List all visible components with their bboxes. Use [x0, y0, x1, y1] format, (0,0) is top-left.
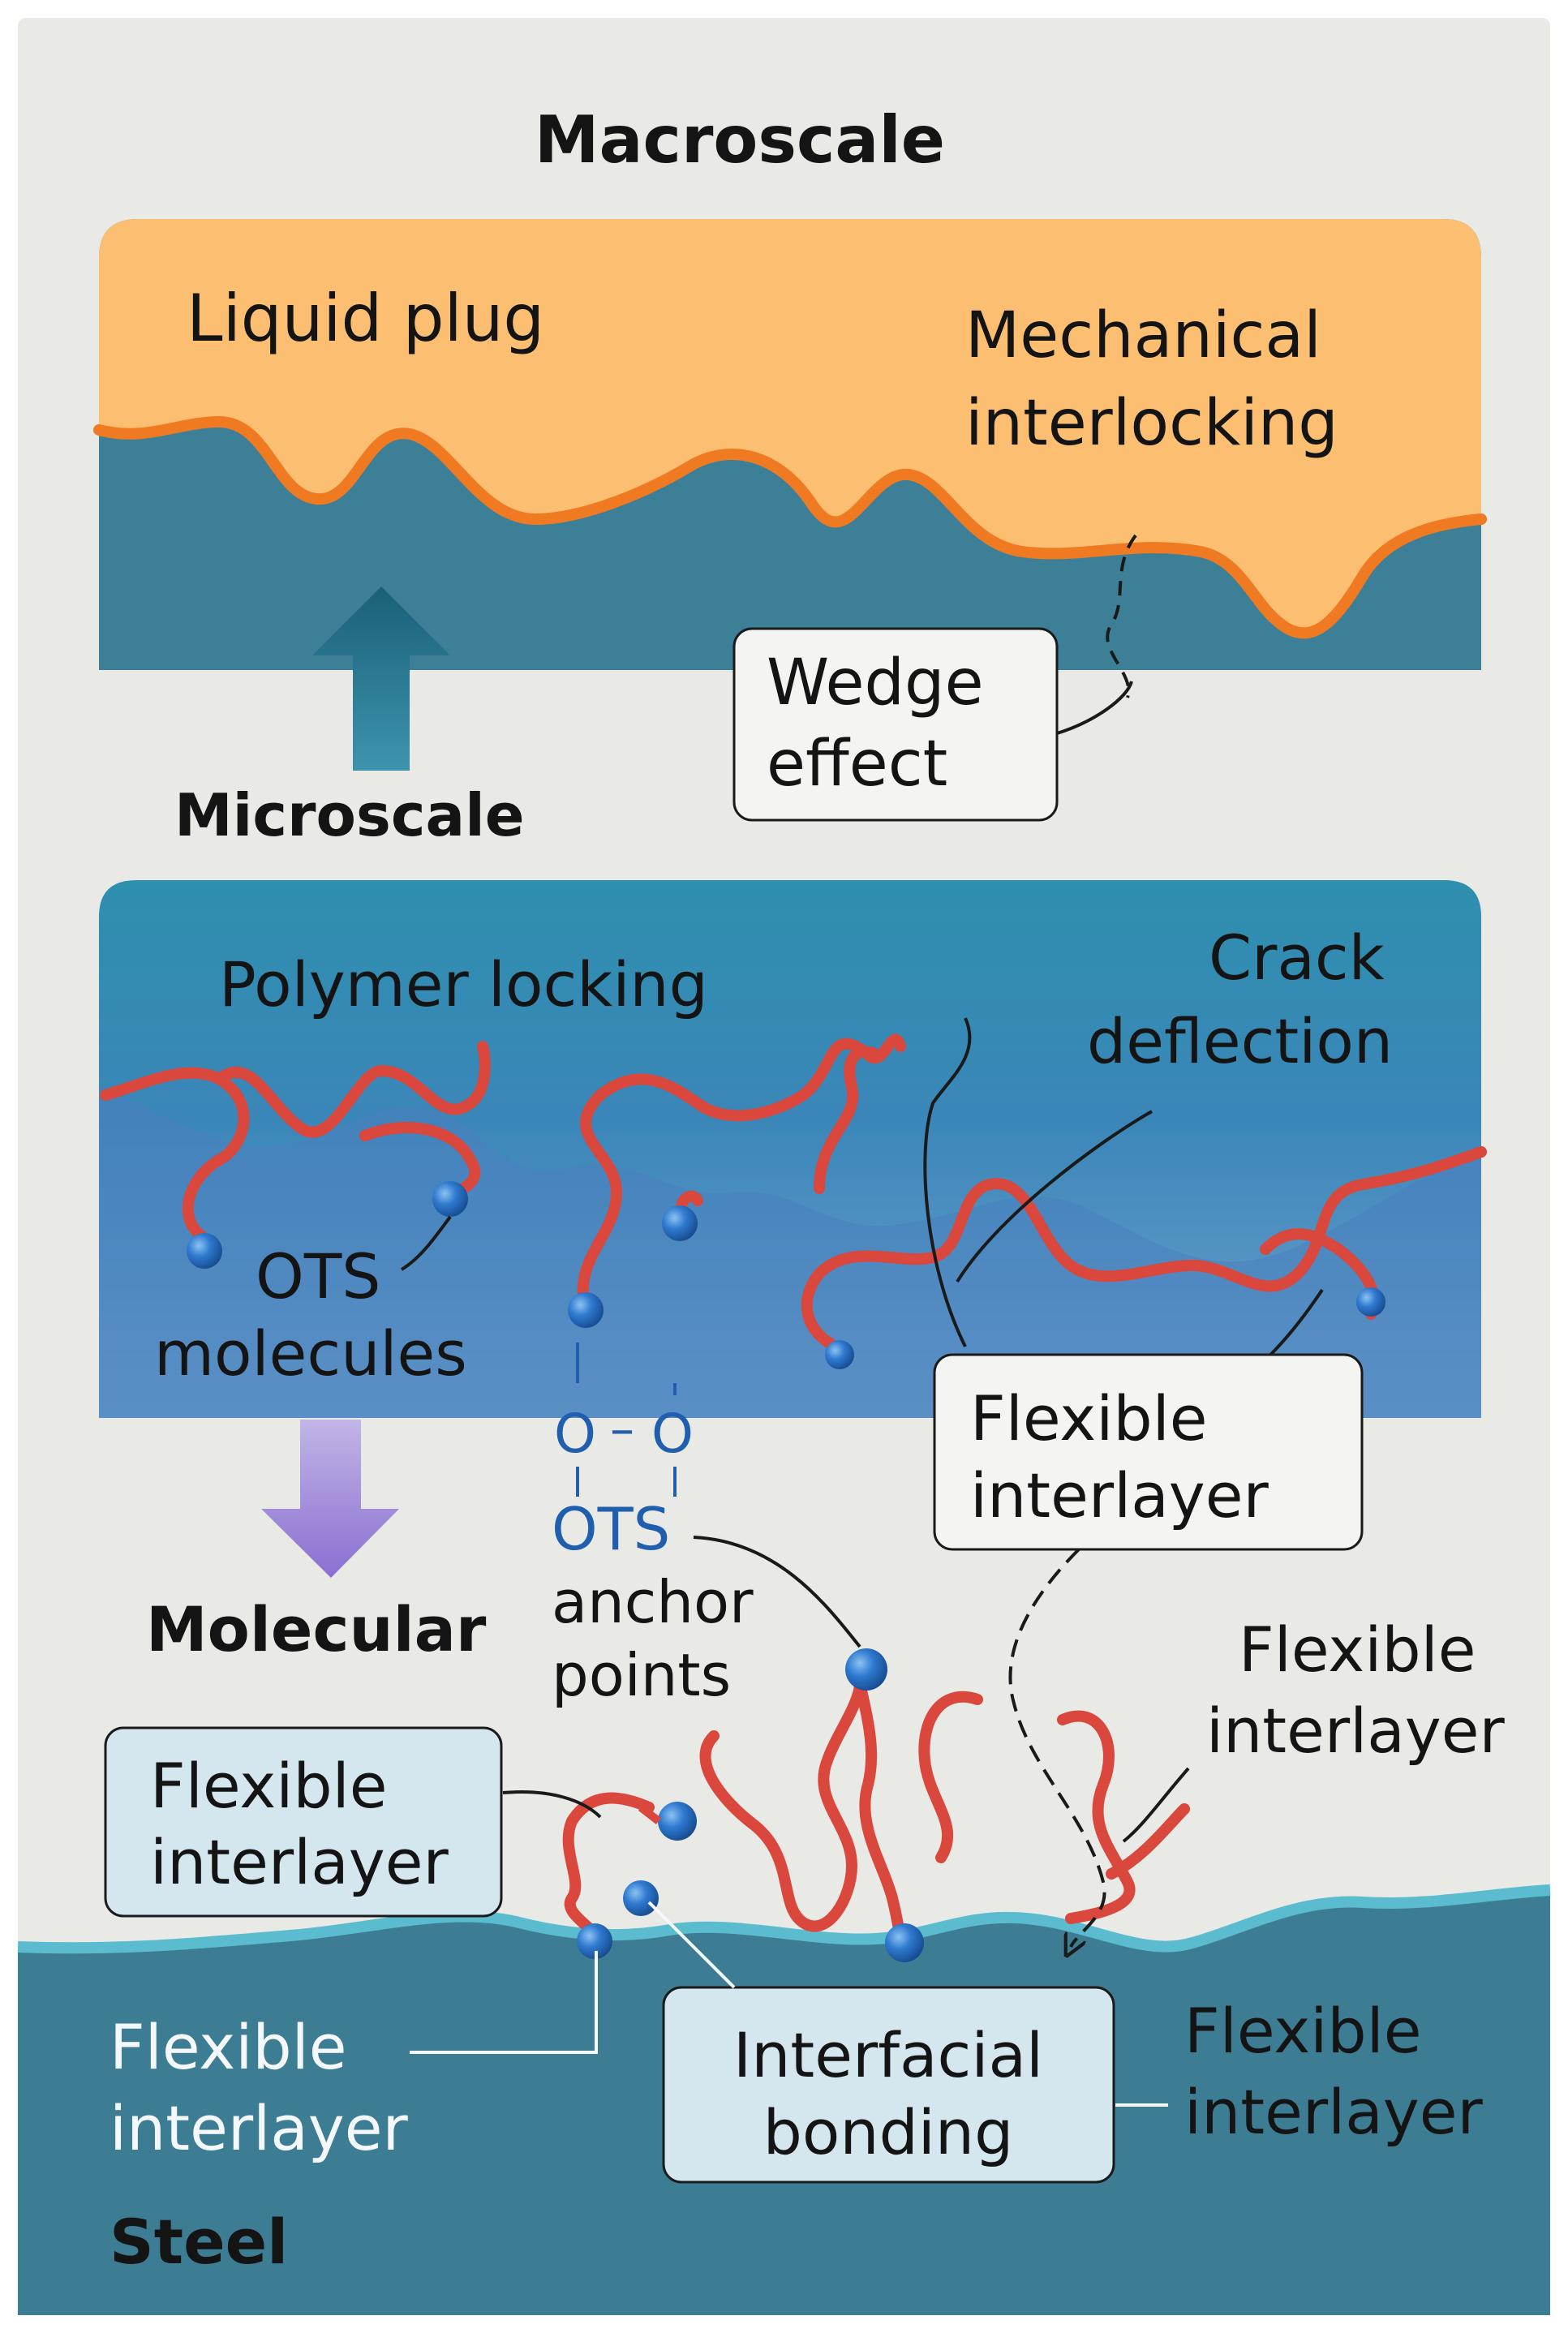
liquid-plug-label: Liquid plug: [187, 281, 544, 356]
flexible-right-leader: [1122, 1767, 1190, 1843]
ots-molecules-label-line2: molecules: [154, 1317, 467, 1390]
crack-deflection-label-line1: Crack: [1209, 922, 1385, 994]
molecular-heading: Molecular: [146, 1593, 487, 1665]
interfacial-bonding-label-line1: Interfacial: [733, 2019, 1043, 2091]
ots-bead: [1356, 1287, 1385, 1317]
ots-anchor-label-line3: points: [552, 1641, 731, 1709]
ots-bead: [885, 1923, 924, 1962]
interfacial-leader: [647, 1901, 736, 1989]
polymer-chain: [1057, 1710, 1136, 1924]
flexible-steel-left-label-line1: Flexible: [110, 2011, 346, 2083]
flexible-interlayer-callout-upper: Flexible interlayer: [933, 1353, 1364, 1551]
oxygen-left: O: [554, 1403, 596, 1465]
interfacial-bonding-label-line2: bonding: [763, 2096, 1014, 2168]
oxygen-right: O: [651, 1403, 694, 1465]
microscale-heading: Microscale: [174, 781, 525, 849]
polymer-chain: [814, 1046, 882, 1194]
flexible-steel-right-label-line1: Flexible: [1184, 1995, 1421, 2067]
wedge-effect-label-line2: effect: [767, 728, 947, 801]
microscale-panel: Polymer locking Crack deflection OTS mol…: [99, 880, 1487, 1418]
interfacial-bonding-callout: Interfacial bonding: [662, 1986, 1115, 2184]
ots-bead: [658, 1802, 697, 1841]
micro-crack-line: [923, 1017, 972, 1347]
polymer-chain: [562, 1792, 655, 1940]
flexible-right-label-line1: Flexible: [1239, 1613, 1476, 1686]
flexible-interlayer-label-line1: Flexible: [970, 1382, 1207, 1454]
flexible-left-box: [104, 1726, 503, 1918]
steel-surface-edge: [17, 1884, 1551, 1954]
oxygen-bond: –: [610, 1401, 634, 1458]
flexible-steel-left-leader: [410, 1951, 598, 2054]
flexible-right-label-line2: interlayer: [1206, 1695, 1506, 1767]
ots-bead: [187, 1233, 222, 1269]
mechanical-interlocking-label-line2: interlocking: [965, 387, 1338, 460]
macro-crack-line: [1106, 534, 1137, 698]
flexible-left-leader: [502, 1790, 602, 1819]
flexible-callout-box: [933, 1353, 1364, 1551]
flexible-interlayer-callout-left: Flexible interlayer: [104, 1726, 503, 1918]
polymer-chain: [801, 1146, 1487, 1352]
micro-ots-beads: [187, 1181, 1385, 1369]
liquid-plug: [99, 219, 1481, 634]
ots-bead: [662, 1205, 698, 1241]
plug-interface-line: [93, 415, 1487, 639]
polymer-chain: [918, 1691, 983, 1863]
crack-deflection-leader: [956, 1110, 1153, 1283]
ots-bead: [577, 1923, 612, 1959]
ots-bead: [845, 1648, 887, 1691]
ots-molecules-leader: [400, 1215, 452, 1271]
polymer-locking-label: Polymer locking: [219, 948, 708, 1020]
mechanical-interlocking-label-line1: Mechanical: [965, 299, 1321, 372]
micro-lower-band: [99, 1087, 1481, 1418]
ots-bead: [568, 1292, 604, 1328]
ots-anchor-label-line1: OTS: [552, 1495, 670, 1563]
bead-bond: [638, 1804, 662, 1824]
flexible-interlayer-label-line2: interlayer: [970, 1459, 1269, 1532]
polymer-chain: [1106, 1803, 1190, 1880]
wedge-effect-callout: Wedge effect: [732, 627, 1059, 822]
ots-anchor-leader: [693, 1536, 861, 1648]
wedge-callout-box: [732, 627, 1059, 822]
steel-label: Steel: [110, 2206, 288, 2278]
interfacial-box: [662, 1986, 1115, 2184]
crack-deflection-label-line2: deflection: [1087, 1005, 1393, 1077]
scale-up-arrow: [312, 586, 450, 771]
molecular-ots-beads: [577, 1648, 924, 1962]
polymer-chain: [100, 1067, 250, 1243]
ots-bead: [623, 1880, 659, 1916]
ots-molecules-label-line1: OTS: [256, 1240, 381, 1313]
ots-bead: [825, 1340, 854, 1369]
flexible-steel-right-label-line2: interlayer: [1184, 2076, 1484, 2148]
ots-bead: [432, 1181, 468, 1217]
wedge-effect-label-line1: Wedge: [767, 647, 984, 720]
macroscale-panel: Liquid plug Mechanical interlocking: [93, 219, 1487, 698]
polymer-chain: [699, 1678, 866, 1932]
macroscale-heading: Macroscale: [535, 102, 945, 178]
polymer-chain: [213, 1041, 491, 1138]
scale-down-arrow: [261, 1420, 399, 1578]
ots-anchor-label-line2: anchor: [552, 1568, 754, 1636]
ots-anchor-structure: O – O OTS anchor points: [552, 1343, 861, 1709]
wedge-leader-line: [1054, 681, 1133, 736]
flexible-left-label-line1: Flexible: [150, 1750, 387, 1822]
flexible-steel-left-label-line2: interlayer: [110, 2092, 409, 2164]
flexible-left-label-line2: interlayer: [150, 1826, 449, 1898]
